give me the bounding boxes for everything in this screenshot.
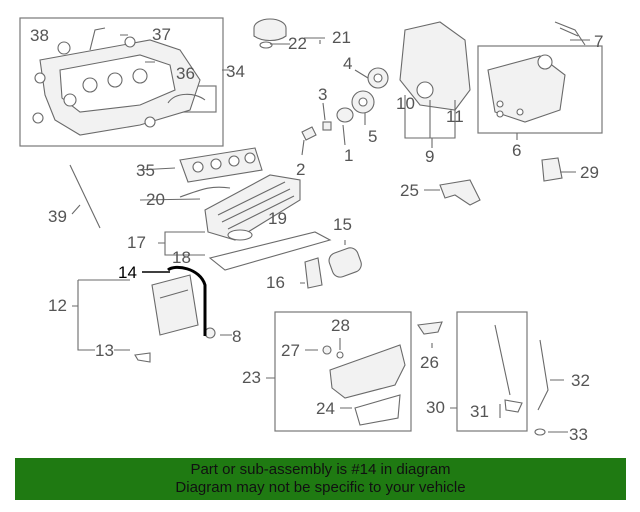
callout-27: 27 bbox=[281, 341, 300, 360]
hose-drawing bbox=[167, 93, 206, 104]
dipstick-drawing bbox=[494, 324, 511, 396]
callout-31: 31 bbox=[470, 402, 489, 421]
leader-lines bbox=[71, 34, 590, 433]
intake-manifold-group-box bbox=[19, 17, 224, 147]
callout-22: 22 bbox=[288, 34, 307, 53]
banner-line-1: Part or sub-assembly is #14 in diagram bbox=[190, 461, 451, 478]
bracket-25-drawing bbox=[439, 179, 481, 206]
callout-36: 36 bbox=[176, 64, 195, 83]
callout-13: 13 bbox=[95, 341, 114, 360]
callout-38: 38 bbox=[30, 26, 49, 45]
callout-12: 12 bbox=[48, 296, 67, 315]
tube-39-drawing bbox=[69, 164, 101, 229]
callout-19: 19 bbox=[268, 209, 287, 228]
callout-32: 32 bbox=[571, 371, 590, 390]
callout-34: 34 bbox=[226, 62, 245, 81]
callout-24: 24 bbox=[316, 399, 335, 418]
callout-17: 17 bbox=[127, 233, 146, 252]
callout-4: 4 bbox=[343, 54, 352, 73]
part-29-drawing bbox=[541, 157, 563, 182]
intake-manifold-drawing bbox=[32, 27, 201, 136]
oil-pan-drawing bbox=[322, 344, 406, 426]
callout-labels: 1 2 3 4 5 6 7 8 9 10 11 12 13 14 15 16 1… bbox=[30, 25, 603, 444]
highlighted-hose-14 bbox=[167, 265, 207, 336]
callout-25: 25 bbox=[400, 181, 419, 200]
callout-26: 26 bbox=[420, 353, 439, 372]
info-banner: Part or sub-assembly is #14 in diagram D… bbox=[15, 458, 626, 500]
callout-28: 28 bbox=[331, 316, 350, 335]
intake-gasket-drawing bbox=[179, 147, 263, 183]
callout-20: 20 bbox=[146, 190, 165, 209]
callout-3: 3 bbox=[318, 85, 327, 104]
callout-23: 23 bbox=[242, 368, 261, 387]
gasket-15-drawing bbox=[328, 247, 362, 278]
banner-line-2: Diagram may not be specific to your vehi… bbox=[175, 479, 466, 496]
callout-10: 10 bbox=[396, 94, 415, 113]
callout-35: 35 bbox=[136, 161, 155, 180]
callout-1: 1 bbox=[344, 146, 353, 165]
timing-cover-drawing bbox=[301, 21, 471, 141]
callout-15: 15 bbox=[333, 215, 352, 234]
callout-37: 37 bbox=[152, 25, 171, 44]
callout-18: 18 bbox=[172, 248, 191, 267]
parts-diagram: 1 2 3 4 5 6 7 8 9 10 11 12 13 14 15 16 1… bbox=[19, 17, 603, 444]
dipstick-group-box bbox=[456, 311, 528, 432]
callout-7: 7 bbox=[594, 32, 603, 51]
oil-pump-drawing bbox=[487, 54, 566, 123]
callout-9: 9 bbox=[425, 147, 434, 166]
bracket-26-drawing bbox=[417, 321, 443, 335]
callout-6: 6 bbox=[512, 141, 521, 160]
oil-pan-group-box bbox=[274, 311, 412, 432]
oil-pump-group-box bbox=[477, 45, 603, 134]
cover-12-drawing bbox=[134, 274, 216, 363]
callout-16: 16 bbox=[266, 273, 285, 292]
callout-33: 33 bbox=[569, 425, 588, 444]
tube-32-drawing bbox=[537, 339, 549, 411]
callout-2: 2 bbox=[296, 160, 305, 179]
valve-cover-drawing bbox=[179, 174, 332, 271]
callout-30: 30 bbox=[426, 398, 445, 417]
callout-5: 5 bbox=[368, 127, 377, 146]
callout-29: 29 bbox=[580, 163, 599, 182]
part-13-drawing bbox=[134, 352, 151, 363]
callout-14: 14 bbox=[118, 263, 137, 282]
callout-21: 21 bbox=[332, 28, 351, 47]
gasket-7-drawing bbox=[554, 21, 586, 46]
callout-11: 11 bbox=[446, 107, 464, 126]
oil-cap-drawing bbox=[253, 18, 287, 49]
part-16-drawing bbox=[304, 257, 323, 289]
callout-39: 39 bbox=[48, 207, 67, 226]
callout-8: 8 bbox=[232, 327, 241, 346]
